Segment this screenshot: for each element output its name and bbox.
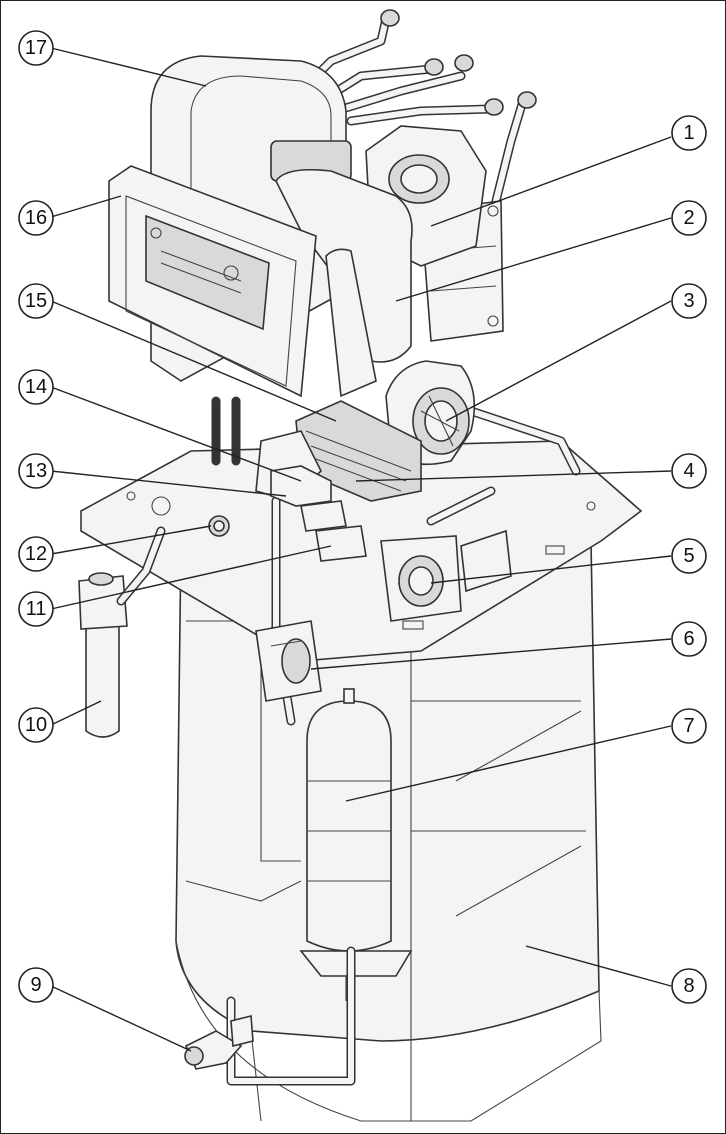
callout-14: 14 [18, 369, 54, 405]
callout-1: 1 [671, 115, 707, 151]
callout-3-label: 3 [683, 290, 694, 312]
callout-17-label: 17 [25, 37, 47, 59]
drain-valve [184, 1014, 254, 1070]
callout-8-label: 8 [683, 975, 694, 997]
callout-15-label: 15 [25, 290, 47, 312]
callout-7-label: 7 [683, 715, 694, 737]
callout-5: 5 [671, 538, 707, 574]
callout-3: 3 [671, 283, 707, 319]
callout-16: 16 [18, 200, 54, 236]
callout-5-label: 5 [683, 545, 694, 567]
control-panel [108, 165, 317, 398]
leader-lines [50, 47, 672, 1052]
callout-17: 17 [18, 30, 54, 66]
callout-2-label: 2 [683, 207, 694, 229]
pipe-fittings [380, 9, 537, 116]
callout-13: 13 [18, 453, 54, 489]
callout-10-label: 10 [25, 714, 47, 736]
callout-9-label: 9 [30, 974, 41, 996]
callout-15: 15 [18, 283, 54, 319]
diverter-valve [255, 620, 322, 702]
callout-12: 12 [18, 536, 54, 572]
callout-11: 11 [18, 591, 54, 627]
callout-7: 7 [671, 708, 707, 744]
callout-8: 8 [671, 968, 707, 1004]
callout-6: 6 [671, 621, 707, 657]
circulation-pump [380, 529, 512, 622]
callout-4-label: 4 [683, 460, 694, 482]
air-intake-duct [275, 168, 413, 398]
callout-1-label: 1 [683, 122, 694, 144]
callout-10: 10 [18, 707, 54, 743]
callout-6-label: 6 [683, 628, 694, 650]
expansion-vessel [299, 688, 413, 1001]
callout-4: 4 [671, 453, 707, 489]
callout-11-label: 11 [26, 598, 47, 620]
callout-9: 9 [18, 967, 54, 1003]
callout-13-label: 13 [25, 460, 47, 482]
callout-14-label: 14 [25, 376, 47, 398]
callout-16-label: 16 [25, 207, 47, 229]
callout-2: 2 [671, 200, 707, 236]
callout-12-label: 12 [25, 543, 47, 565]
